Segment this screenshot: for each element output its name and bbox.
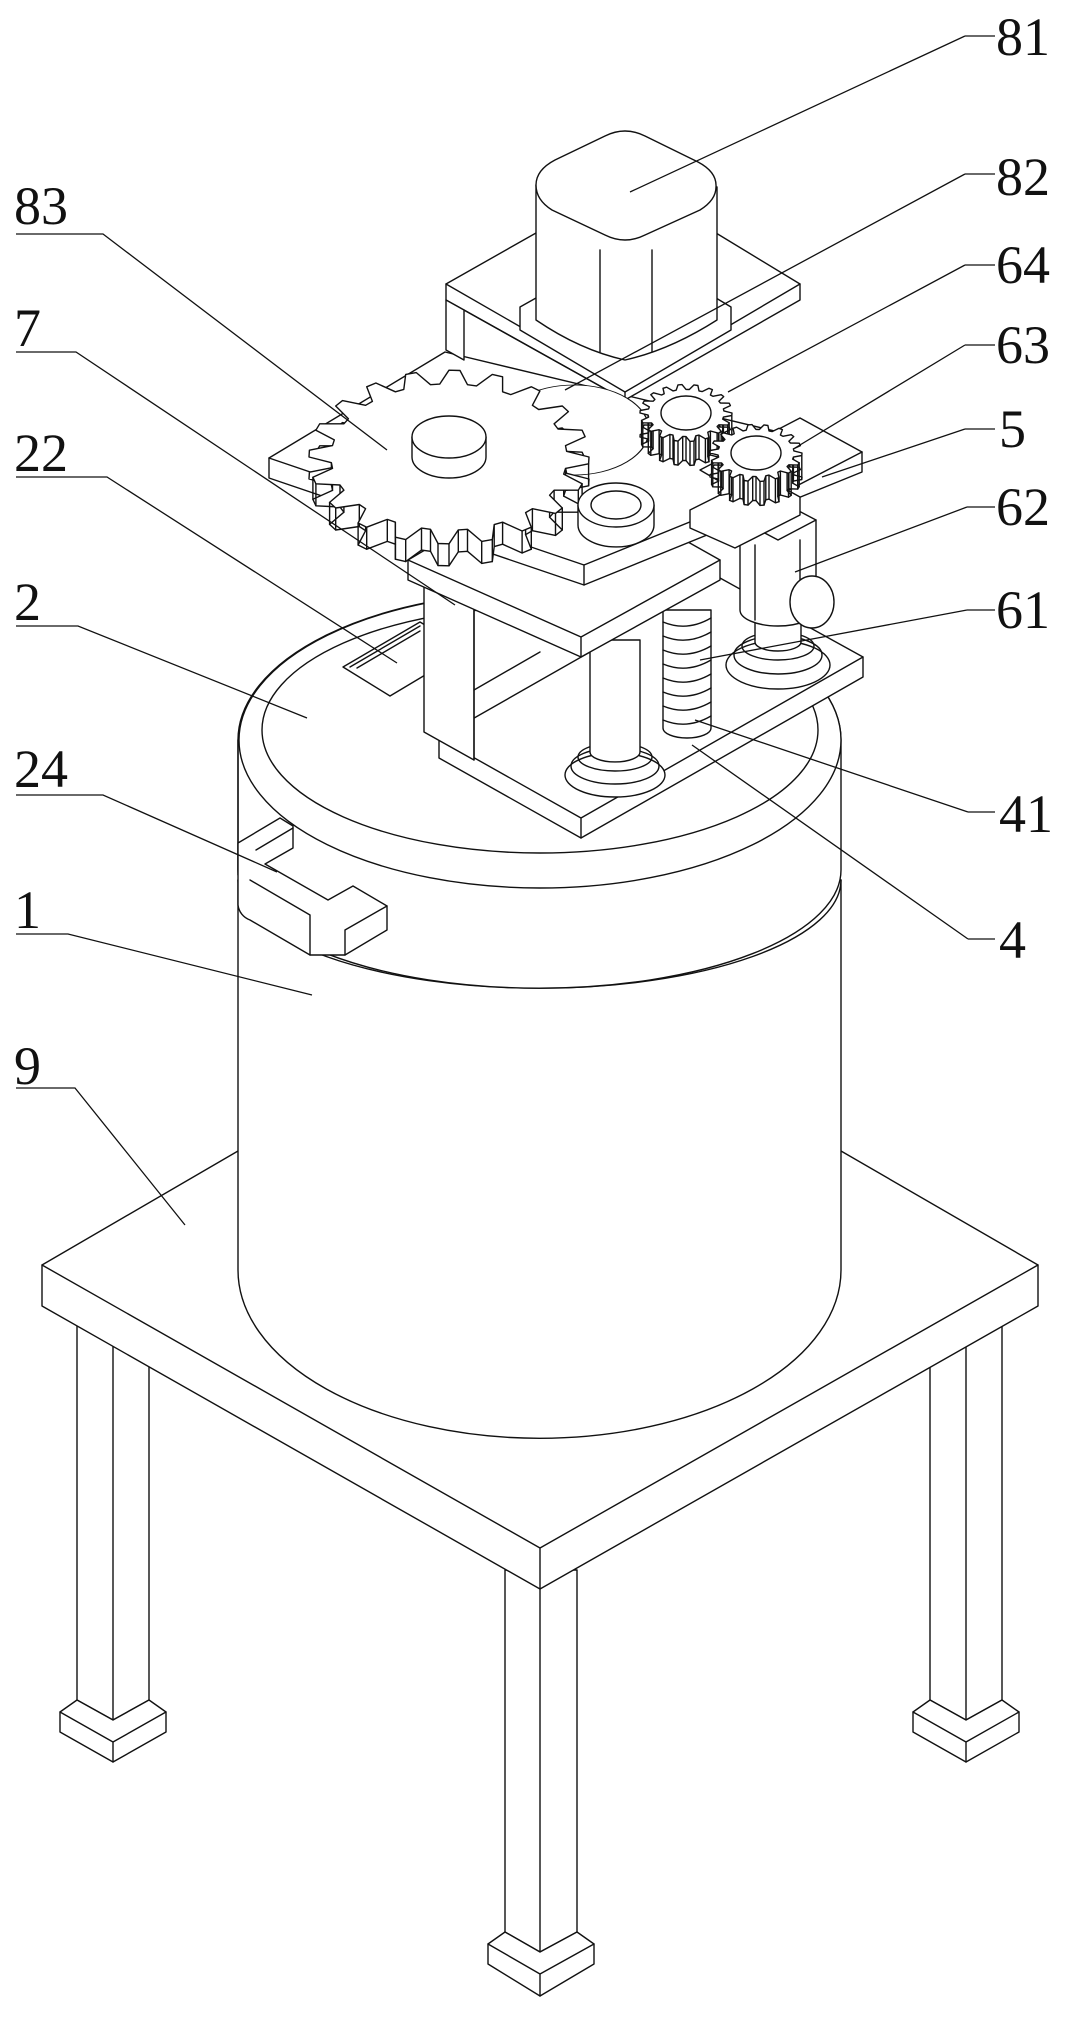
label-61: 61 bbox=[996, 580, 1050, 640]
secondary-motor bbox=[739, 499, 835, 629]
drive-motor bbox=[519, 130, 732, 393]
label-24: 24 bbox=[14, 739, 68, 799]
leader-62 bbox=[794, 506, 995, 573]
shaft bbox=[564, 639, 666, 798]
leader-9 bbox=[16, 1087, 186, 1226]
table-leg-front bbox=[487, 1569, 595, 1997]
leader-22 bbox=[16, 476, 398, 664]
shaft-collar bbox=[577, 482, 655, 548]
label-63: 63 bbox=[996, 315, 1050, 375]
leader-24 bbox=[16, 794, 278, 873]
label-9: 9 bbox=[14, 1036, 41, 1096]
handle bbox=[237, 817, 388, 956]
leader-82 bbox=[564, 173, 995, 391]
large-gear bbox=[308, 369, 590, 567]
label-7: 7 bbox=[14, 298, 41, 358]
tank bbox=[237, 879, 842, 1439]
leader-64 bbox=[727, 264, 995, 393]
leader-7 bbox=[16, 351, 456, 606]
leader-61 bbox=[699, 609, 995, 661]
gear-bore bbox=[730, 435, 782, 471]
leader-1 bbox=[16, 933, 313, 996]
leader-81 bbox=[629, 35, 995, 193]
gear-hub bbox=[411, 415, 487, 459]
reference-labels: 81 82 64 63 5 62 61 41 4 83 7 22 2 24 1 … bbox=[14, 7, 1053, 1096]
leader-2 bbox=[16, 625, 308, 719]
label-41: 41 bbox=[999, 784, 1053, 844]
label-1: 1 bbox=[14, 880, 41, 940]
leader-41 bbox=[694, 719, 995, 813]
gear-face bbox=[709, 423, 803, 483]
label-5: 5 bbox=[999, 399, 1026, 459]
gear-bore bbox=[660, 395, 712, 431]
label-62: 62 bbox=[996, 477, 1050, 537]
label-4: 4 bbox=[999, 910, 1026, 970]
label-82: 82 bbox=[996, 147, 1050, 207]
leader-63 bbox=[794, 344, 995, 449]
leader-lines bbox=[16, 35, 995, 1226]
label-81: 81 bbox=[996, 7, 1050, 67]
label-64: 64 bbox=[996, 235, 1050, 295]
table-leg-left bbox=[59, 1289, 167, 1763]
lower-small-gear bbox=[709, 423, 803, 507]
spring bbox=[662, 609, 712, 739]
label-22: 22 bbox=[14, 423, 68, 483]
label-2: 2 bbox=[14, 572, 41, 632]
table-leg-right bbox=[912, 1289, 1020, 1763]
gear-face bbox=[639, 383, 733, 443]
leader-5 bbox=[821, 428, 995, 478]
leader-83 bbox=[16, 233, 388, 451]
label-83: 83 bbox=[14, 176, 68, 236]
leader-4 bbox=[691, 744, 995, 940]
